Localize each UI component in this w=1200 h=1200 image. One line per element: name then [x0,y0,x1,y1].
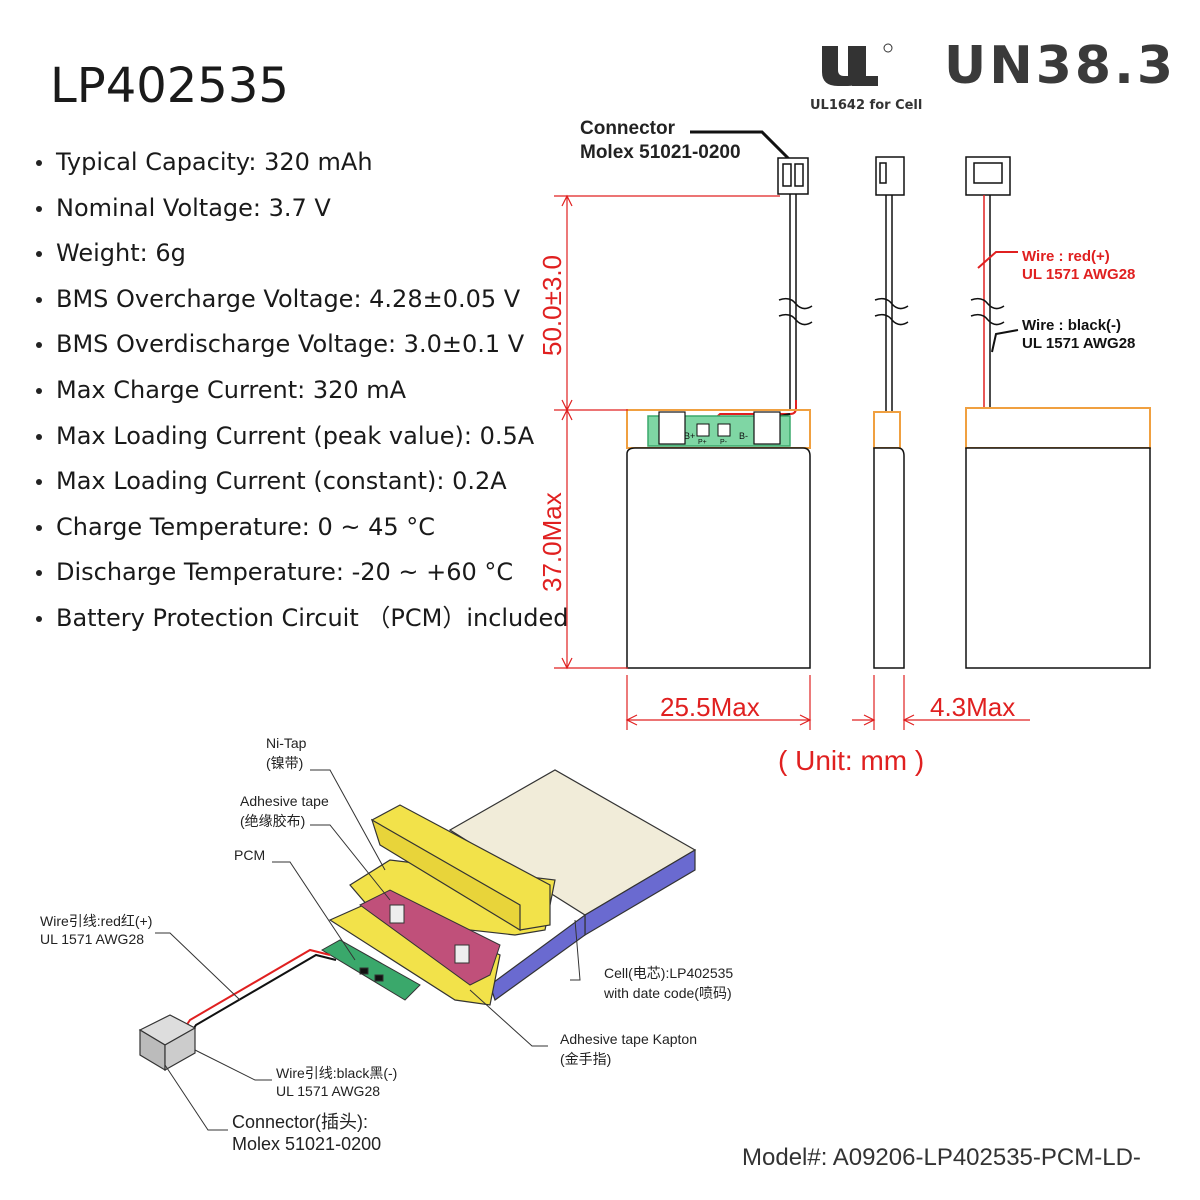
kapton-label-cn: (金手指) [560,1051,611,1067]
thickness-dim: 4.3Max [930,692,1015,722]
wire-length-dim: 50.0±3.0 [537,255,567,356]
wire-black-label: Wire引线:black黑(-) [276,1065,397,1081]
pcb-bplus-label: B+ [684,431,695,441]
wire-black-spec: UL 1571 AWG28 [1022,335,1135,352]
spec-item: Max Loading Current (peak value): 0.5A [36,414,569,460]
connector-model-label: Molex 51021-0200 [232,1134,381,1154]
unit-label: ( Unit: mm ) [778,745,924,776]
ul-note: UL1642 for Cell [810,98,923,113]
exploded-wires [179,948,337,1041]
dimensions [554,194,1030,730]
model-title: LP402535 [50,58,289,114]
spec-item: Typical Capacity: 320 mAh [36,140,569,186]
pcb-bminus-label: B- [739,431,748,441]
wire-red-spec: UL 1571 AWG28 [1022,266,1135,283]
front-body: B+ P+ P- B- [626,409,811,669]
model-number: Model#: A09206-LP402535-PCM-LD- [742,1144,1141,1171]
ni-tap-label-cn: (镍带) [266,755,303,771]
spec-item: Charge Temperature: 0 ~ 45 °C [36,505,569,551]
un38-label: UN38.3 [944,36,1177,96]
front-wires [704,194,813,437]
spec-list: Typical Capacity: 320 mAh Nominal Voltag… [36,140,569,642]
pcm-label: PCM [234,847,265,863]
pcb-3d [321,939,421,1001]
pcb-pminus-label: P- [720,439,728,446]
front-connector [777,157,809,195]
wire-black-label: Wire : black(-) [1022,317,1121,334]
connector-label: Connector(插头): [232,1112,368,1132]
ni-tap-label: Ni-Tap [266,735,307,751]
wire-red-label: Wire : red(+) [1022,248,1110,265]
width-dim: 25.5Max [660,692,760,722]
wire-black-spec: UL 1571 AWG28 [276,1083,380,1099]
spec-item: Weight: 6g [36,231,569,277]
pcb-pplus-label: P+ [698,439,707,446]
back-view [965,156,1151,669]
ul-recognized-logo [822,43,893,86]
adhesive-label: Adhesive tape [240,793,329,809]
connector-label: Connector [580,118,676,139]
adhesive-label-cn: (绝缘胶布) [240,813,305,829]
exploded-view: Ni-Tap (镍带) Adhesive tape (绝缘胶布) PCM Wir… [40,735,733,1154]
connector-leader [690,130,792,162]
wire-red-spec: UL 1571 AWG28 [40,931,144,947]
spec-item: Max Charge Current: 320 mA [36,368,569,414]
connector-3d [138,1014,197,1072]
body-length-dim: 37.0Max [537,492,567,592]
spec-item: Max Loading Current (constant): 0.2A [36,459,569,505]
cell-label: Cell(电芯):LP402535 [604,965,733,981]
cell-date-label: with date code(喷码) [603,985,732,1001]
spec-item: Battery Protection Circuit （PCM）included [36,596,569,642]
side-view [873,156,909,669]
spec-item: Nominal Voltage: 3.7 V [36,186,569,232]
spec-item: BMS Overcharge Voltage: 4.28±0.05 V [36,277,569,323]
technical-drawing: Connector Molex 51021-0200 B+ P+ P- B- [537,118,1151,776]
cell-body-front [626,447,811,669]
pcm-layer [359,889,501,986]
cell-3d [448,769,697,1001]
connector-model-label: Molex 51021-0200 [580,142,741,163]
kapton-label: Adhesive tape Kapton [560,1031,697,1047]
spec-item: BMS Overdischarge Voltage: 3.0±0.1 V [36,322,569,368]
wire-red-label: Wire引线:red红(+) [40,913,152,929]
spec-item: Discharge Temperature: -20 ~ +60 °C [36,550,569,596]
leader-lines [155,769,581,1131]
wire-callouts: Wire : red(+) UL 1571 AWG28 Wire : black… [977,248,1135,353]
